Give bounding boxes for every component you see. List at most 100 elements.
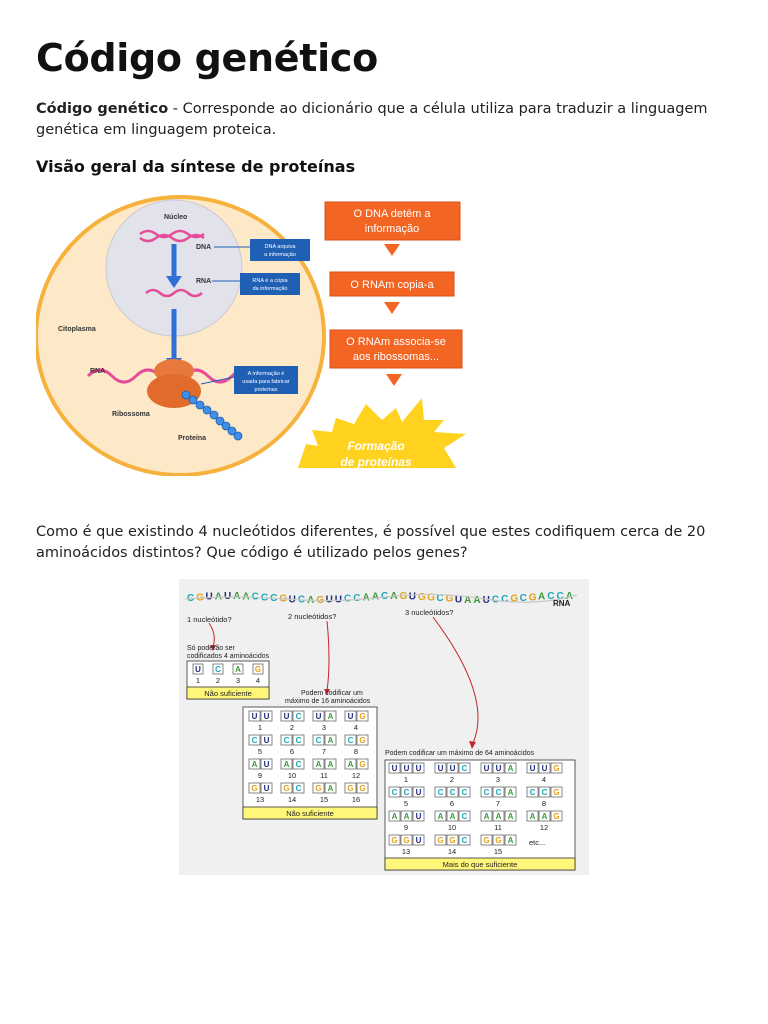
codon-base: C xyxy=(284,736,290,745)
rna-base: C xyxy=(436,593,443,604)
rna-base: C xyxy=(501,594,508,605)
codon-cell xyxy=(492,762,505,774)
codon-cell xyxy=(248,782,261,794)
arrow-head-panel-3 xyxy=(469,741,476,749)
codon-base: C xyxy=(392,788,398,797)
codon-number: 11 xyxy=(494,823,502,832)
codon-cell xyxy=(248,734,261,746)
codon-base: U xyxy=(284,712,290,721)
codon-base: U xyxy=(264,784,270,793)
label-rna-cytoplasm: RNA xyxy=(90,368,105,375)
codon-base: G xyxy=(403,836,409,845)
codon-base: C xyxy=(530,788,536,797)
codon-base: C xyxy=(296,760,302,769)
codon-base: A xyxy=(235,665,241,674)
codon-cell xyxy=(280,710,293,722)
codon-base: A xyxy=(284,760,290,769)
codon-base: A xyxy=(484,812,490,821)
codon-base: C xyxy=(296,712,302,721)
codon-number: 3 xyxy=(496,775,500,784)
step-box-1 xyxy=(324,201,461,241)
codon-number: 2 xyxy=(216,676,220,685)
codon-cell xyxy=(312,782,325,794)
codon-base: C xyxy=(296,784,302,793)
codon-base: C xyxy=(215,665,221,674)
codon-number: 12 xyxy=(352,771,360,780)
panel3-caption: Podem codificar um máximo de 64 aminoáci… xyxy=(385,750,535,757)
codon-cell xyxy=(356,734,369,746)
codon-base: U xyxy=(404,764,410,773)
codon-base: U xyxy=(264,736,270,745)
codon-cell xyxy=(480,834,493,846)
codon-base: U xyxy=(484,764,490,773)
rna-base: G xyxy=(399,591,407,602)
codon-base: U xyxy=(316,712,322,721)
label-ribossoma: Ribossoma xyxy=(112,411,150,418)
codon: A xyxy=(232,663,244,675)
codon-cell xyxy=(292,710,305,722)
codon-number: 4 xyxy=(256,676,260,685)
codon-base: G xyxy=(391,836,397,845)
codon-cell xyxy=(324,758,337,770)
step-box-1-line-1: O DNA detém a xyxy=(353,208,431,220)
codon-number: 13 xyxy=(256,795,264,804)
codon-cell xyxy=(312,710,325,722)
codon-base: U xyxy=(252,712,258,721)
codon-number: 3 xyxy=(322,723,326,732)
codon-cell xyxy=(280,758,293,770)
codon-cell xyxy=(324,734,337,746)
codon-cell xyxy=(526,762,539,774)
codon-base: A xyxy=(328,760,334,769)
codon: U xyxy=(192,663,204,675)
codon-base: U xyxy=(264,712,270,721)
rna-base: A xyxy=(464,595,471,606)
codon-cell xyxy=(356,710,369,722)
codon-base: C xyxy=(438,788,444,797)
codon-cell xyxy=(356,782,369,794)
codon-cell xyxy=(480,786,493,798)
codon-cell xyxy=(526,810,539,822)
codon-base: C xyxy=(296,736,302,745)
connector-ribosome xyxy=(200,376,235,385)
codon-cell xyxy=(344,734,357,746)
step-box-3-line-1: O RNAm associa-se xyxy=(346,336,446,348)
codon-base: U xyxy=(496,764,502,773)
codon-base: C xyxy=(462,764,468,773)
codon-cell xyxy=(212,663,224,675)
codon-number: 14 xyxy=(288,795,296,804)
codon-cell xyxy=(312,734,325,746)
rna-backbone xyxy=(184,593,578,603)
codon-number: 4 xyxy=(542,775,546,784)
codon-base: G xyxy=(553,788,559,797)
section-subtitle: Visão geral da síntese de proteínas xyxy=(36,157,356,176)
info-box-rna-line-1: RNA é a cópia xyxy=(252,278,288,284)
codon-number: 15 xyxy=(320,795,328,804)
codon-base: C xyxy=(484,788,490,797)
codon-number: 8 xyxy=(542,799,546,808)
codon-cell xyxy=(446,786,459,798)
codon-cell xyxy=(412,834,425,846)
codon-cell xyxy=(260,782,273,794)
codon-base: G xyxy=(315,784,321,793)
codon-cell xyxy=(504,786,517,798)
codon-base: U xyxy=(416,788,422,797)
intro-term: Código genético xyxy=(36,101,169,117)
codon-number: 2 xyxy=(290,723,294,732)
rna-base: G xyxy=(418,592,426,603)
codon-base: G xyxy=(359,760,365,769)
panel1-footer xyxy=(186,686,270,700)
